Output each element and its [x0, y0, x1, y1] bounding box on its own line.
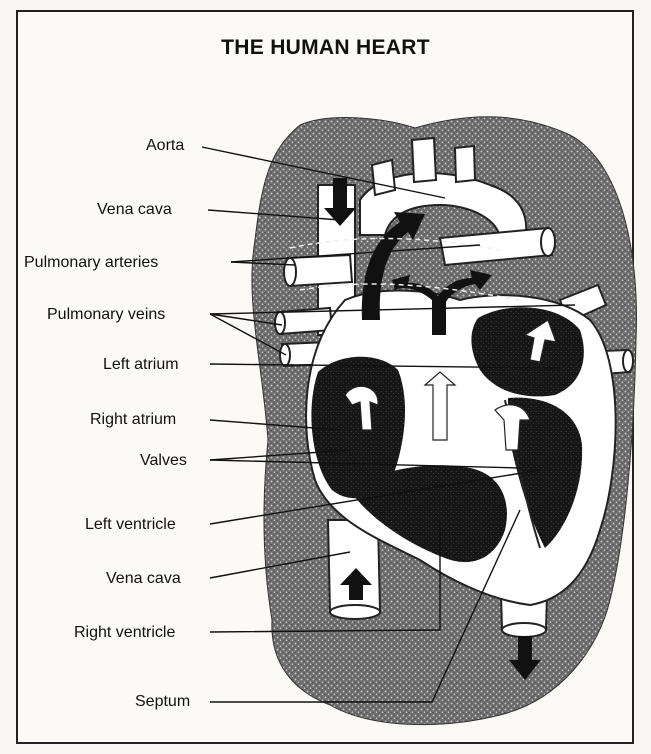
label-valves: Valves	[140, 451, 187, 471]
pulmonary-artery-right	[288, 255, 352, 286]
label-right-atrium: Right atrium	[90, 410, 176, 430]
label-right-ventricle: Right ventricle	[74, 623, 175, 643]
label-left-ventricle: Left ventricle	[85, 515, 176, 535]
label-vena-cava-top: Vena cava	[97, 200, 172, 220]
label-septum: Septum	[135, 692, 190, 712]
label-aorta: Aorta	[146, 136, 184, 156]
aorta-branch-2	[412, 138, 436, 182]
label-vena-cava-bottom: Vena cava	[106, 569, 181, 589]
aorta-branch-1	[372, 160, 395, 195]
label-left-atrium: Left atrium	[103, 355, 179, 375]
label-pulmonary-arteries: Pulmonary arteries	[24, 253, 158, 273]
label-pulmonary-veins: Pulmonary veins	[47, 305, 165, 325]
aorta-branch-3	[455, 146, 475, 182]
